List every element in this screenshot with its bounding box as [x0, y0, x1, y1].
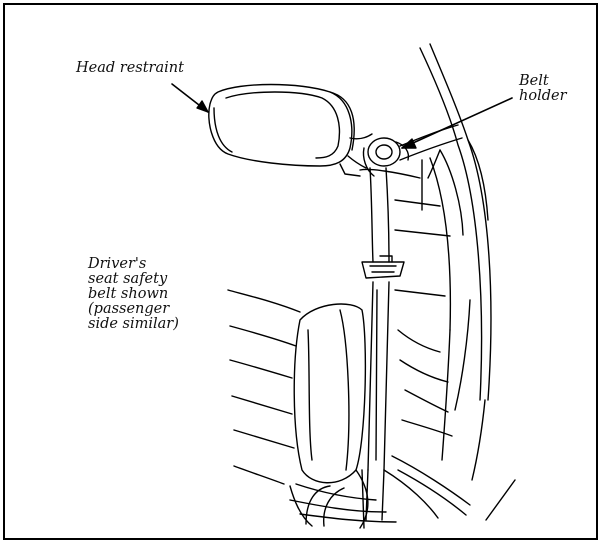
- head-restraint-label: Head restraint: [76, 61, 184, 76]
- caption-line: side similar): [88, 317, 179, 332]
- seat-belt-strap: [362, 168, 389, 528]
- caption-line: Driver's: [88, 257, 179, 272]
- caption-line: seat safety: [88, 272, 179, 287]
- caption: Driver's seat safety belt shown (passeng…: [88, 257, 179, 332]
- seatback-frame: [360, 150, 452, 436]
- caption-line: belt shown: [88, 287, 179, 302]
- belt-holder: [363, 98, 512, 176]
- belt-latch: [362, 256, 404, 278]
- belt-holder-label-line: Belt: [519, 74, 567, 89]
- seat-side-lines: [228, 290, 300, 484]
- door-pillar: [420, 44, 515, 520]
- head-restraint-leader: [172, 84, 208, 112]
- floor-rails: [290, 456, 470, 526]
- belt-holder-label: Belt holder: [519, 74, 567, 104]
- seat-bolster: [294, 304, 368, 528]
- head-restraint: [209, 85, 372, 177]
- caption-line: (passenger: [88, 302, 179, 317]
- belt-holder-label-line: holder: [519, 89, 567, 104]
